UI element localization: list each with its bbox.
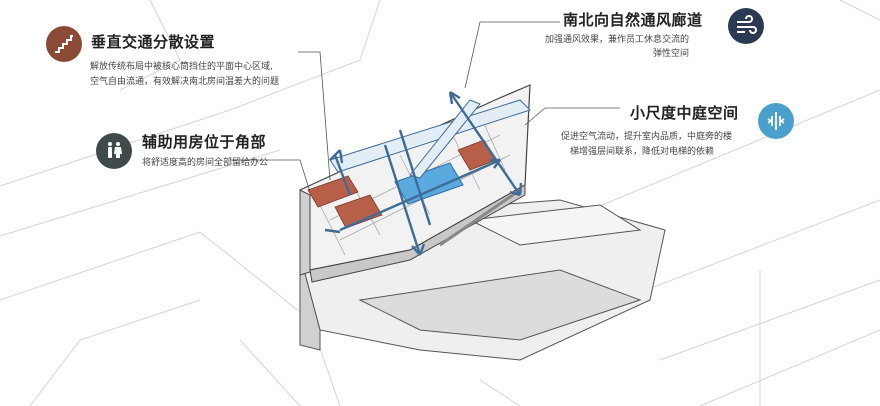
restroom-icon [96, 133, 132, 169]
callout-ventilation-desc-2: 弹性空间 [653, 49, 690, 59]
wind-icon [728, 8, 764, 44]
callout-vertical-desc-2: 空气自由流通，有效解决南北房间温差大的问题 [90, 77, 280, 87]
stairs-icon [46, 26, 82, 62]
atrium-opening [394, 162, 464, 205]
callout-atrium-title: 小尺度中庭空间 [630, 104, 739, 122]
callout-restroom-desc: 将舒适度高的房间全部留给办公 [142, 158, 269, 168]
callout-atrium-desc-1: 促进空气流动，提升室内品质，中庭旁的楼 [561, 132, 733, 142]
airflow-arrows [324, 90, 523, 256]
leader-lines [230, 21, 620, 193]
callout-ventilation-desc-1: 加强通风效果，兼作员工休息交流的 [545, 35, 690, 45]
callout-ventilation-title: 南北向自然通风廊道 [563, 11, 703, 29]
callout-atrium-desc-2: 梯增强层间联系，降低对电梯的依赖 [570, 147, 715, 157]
atrium-icon [758, 103, 794, 139]
callout-vertical-desc-1: 解放传统布局中被核心筒挡住的平面中心区域, [90, 62, 273, 72]
callout-restroom-title: 辅助用房位于角部 [142, 133, 267, 151]
callout-vertical-title: 垂直交通分散设置 [91, 33, 216, 51]
